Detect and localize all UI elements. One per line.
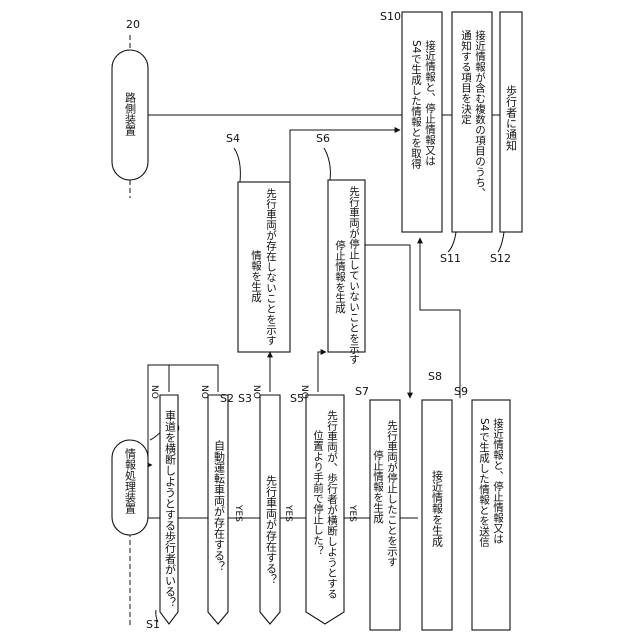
s9-text-line2: S4で生成した情報とを送信 (478, 418, 490, 548)
s4-text-line2: 情報を生成 (250, 249, 262, 303)
s2-no-loop (169, 365, 218, 392)
s10-box (402, 12, 442, 232)
s2-text: 自動運転車両が存在する？ (213, 440, 226, 572)
s11-text-line1: 接近情報が含む複数の項目のうち、 (474, 29, 486, 198)
s3-no-label: NO (251, 385, 261, 399)
s2-yes-label: YES (233, 504, 243, 522)
s7-text-line2: 停止情報を生成 (372, 449, 384, 524)
s8-id: S8 (428, 370, 442, 383)
s4-text-line1: 先行車両が存在しないことを示す (265, 188, 277, 346)
roadside-ref: 20 (126, 18, 140, 31)
s4-id: S4 (226, 132, 240, 145)
s5-no-label: NO (299, 385, 309, 399)
s10-text-line2: S4で生成した情報とを取得 (410, 40, 422, 169)
s12-text: 歩行者に通知 (505, 84, 518, 152)
s9-text-line1: 接近情報と、停止情報又は (492, 417, 504, 544)
s5-text-line1: 先行車両が、歩行者が横断しようとする (326, 410, 338, 599)
s10-text-line1: 接近情報と、停止情報又は (424, 39, 436, 166)
s3-text: 先行車両が存在する？ (265, 475, 278, 585)
s5-text-line2: 位置より手前で停止した？ (312, 429, 324, 556)
s1-id: S1 (146, 618, 160, 631)
s11-text-line2: 通知する項目を決定 (460, 30, 472, 125)
s11-id: S11 (440, 252, 461, 265)
s5-no-to-s6 (318, 352, 326, 392)
s6-text-line1: 先行車両が停止していないことを示す (348, 186, 360, 365)
s6-id: S6 (316, 132, 330, 145)
s4-box (238, 182, 290, 352)
s4-to-s10 (290, 130, 400, 182)
roadside-terminal: 路側装置 (112, 50, 148, 180)
s11-box (452, 12, 492, 232)
s1-no-label: NO (149, 385, 159, 399)
s5-yes-label: YES (347, 504, 357, 522)
s6-to-s8 (365, 245, 410, 398)
s10-id: S10 (380, 10, 401, 23)
s4-id-leader (234, 148, 240, 182)
s3-id: S3 (238, 392, 252, 405)
processor-label: 情報処理装置 (124, 448, 137, 514)
s12-id-leader (498, 232, 504, 252)
processor-terminal: 情報処理装置 (112, 440, 148, 535)
s6-text-line2: 停止情報を生成 (334, 239, 346, 314)
s6-id-leader (324, 148, 330, 180)
s8-text: 接近情報を生成 (431, 470, 444, 548)
roadside-label: 路側装置 (124, 92, 137, 136)
s2-no-label: NO (199, 385, 209, 399)
s1-text: 車道を横断しようとする歩行者がいる？ (164, 409, 177, 608)
s2-id: S2 (220, 392, 234, 405)
s12-id: S12 (490, 252, 511, 265)
s7-id: S7 (355, 385, 369, 398)
s3-yes-label: YES (283, 504, 293, 522)
s7-text-line1: 先行車両が停止したことを示す (386, 420, 398, 567)
s11-id-leader (448, 232, 456, 252)
s9-id: S9 (454, 385, 468, 398)
